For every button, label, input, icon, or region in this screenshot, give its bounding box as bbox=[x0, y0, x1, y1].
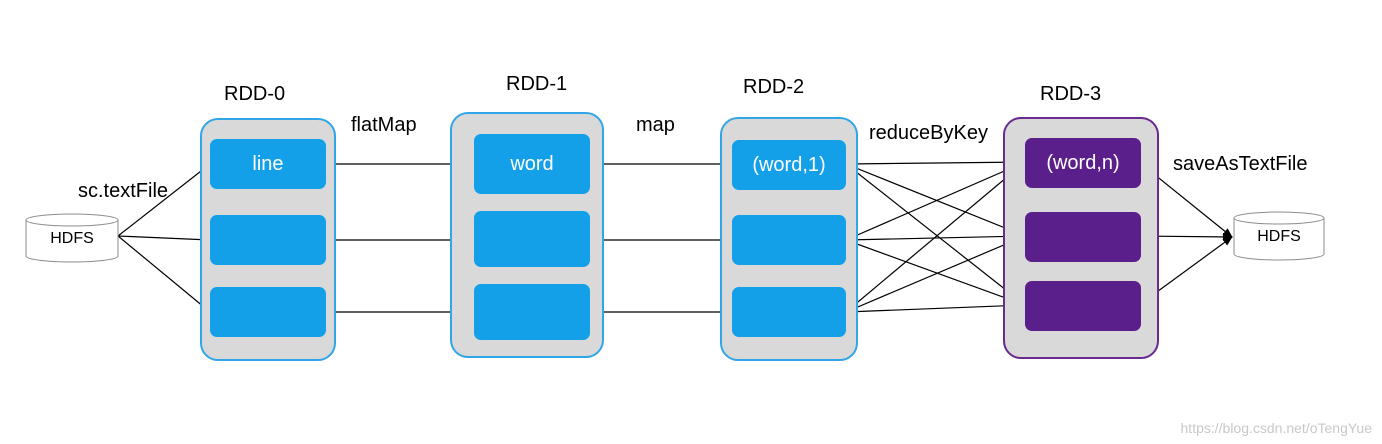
hdfs-source-label: HDFS bbox=[50, 230, 94, 247]
op-textfile-label: sc.textFile bbox=[78, 180, 169, 202]
arrow-reduce-1-2 bbox=[845, 239, 1026, 306]
rdd-1-container: word bbox=[450, 112, 604, 358]
rdd-2-partition-1 bbox=[732, 215, 846, 265]
rdd-0-partition-2 bbox=[210, 287, 326, 337]
op-reducebykey-label: reduceByKey bbox=[869, 122, 988, 144]
rdd-2-partition-2 bbox=[732, 287, 846, 337]
rdd-1-title: RDD-1 bbox=[506, 73, 568, 95]
rdd-0-container: line bbox=[200, 118, 336, 361]
arrow-hdfs-p2 bbox=[117, 235, 211, 313]
arrow-hdfs-p1 bbox=[117, 235, 211, 244]
rdd-3-partition-2 bbox=[1025, 281, 1141, 331]
hdfs-sink-disk bbox=[1233, 211, 1325, 261]
arrow-reduce-1-1 bbox=[845, 232, 1026, 241]
rdd-3-partition-0: (word,n) bbox=[1025, 138, 1141, 188]
op-map-label: map bbox=[636, 114, 675, 136]
op-save-label: saveAsTextFile bbox=[1173, 153, 1308, 175]
arrow-reduce-0-2 bbox=[845, 163, 1026, 306]
arrow-reduce-2-1 bbox=[845, 235, 1026, 313]
rdd-2-partition-0: (word,1) bbox=[732, 140, 846, 190]
rdd-1-partition-2 bbox=[474, 284, 590, 340]
rdd-2-title: RDD-2 bbox=[743, 76, 805, 98]
rdd-1-partition-1 bbox=[474, 211, 590, 267]
rdd-0-title: RDD-0 bbox=[224, 83, 286, 105]
arrow-reduce-2-2 bbox=[845, 301, 1026, 313]
arrow-reduce-0-0 bbox=[845, 158, 1026, 167]
arrow-reduce-2-0 bbox=[845, 161, 1026, 313]
watermark: https://blog.csdn.net/oTengYue bbox=[1180, 420, 1372, 436]
arrow-reduce-0-1 bbox=[845, 163, 1026, 237]
rdd-0-partition-1 bbox=[210, 215, 326, 265]
arrow-reduce-1-0 bbox=[845, 161, 1026, 241]
hdfs-sink-label: HDFS bbox=[1257, 228, 1301, 245]
hdfs-source-disk bbox=[25, 213, 119, 263]
rdd-3-title: RDD-3 bbox=[1040, 83, 1102, 105]
rdd-2-container: (word,1) bbox=[720, 117, 858, 361]
rdd-3-container: (word,n) bbox=[1003, 117, 1159, 359]
rdd-3-partition-1 bbox=[1025, 212, 1141, 262]
rdd-1-partition-0: word bbox=[474, 134, 590, 194]
op-flatmap-label: flatMap bbox=[351, 114, 417, 136]
rdd-0-partition-0: line bbox=[210, 139, 326, 189]
arrow-hdfs-p0 bbox=[117, 163, 211, 237]
